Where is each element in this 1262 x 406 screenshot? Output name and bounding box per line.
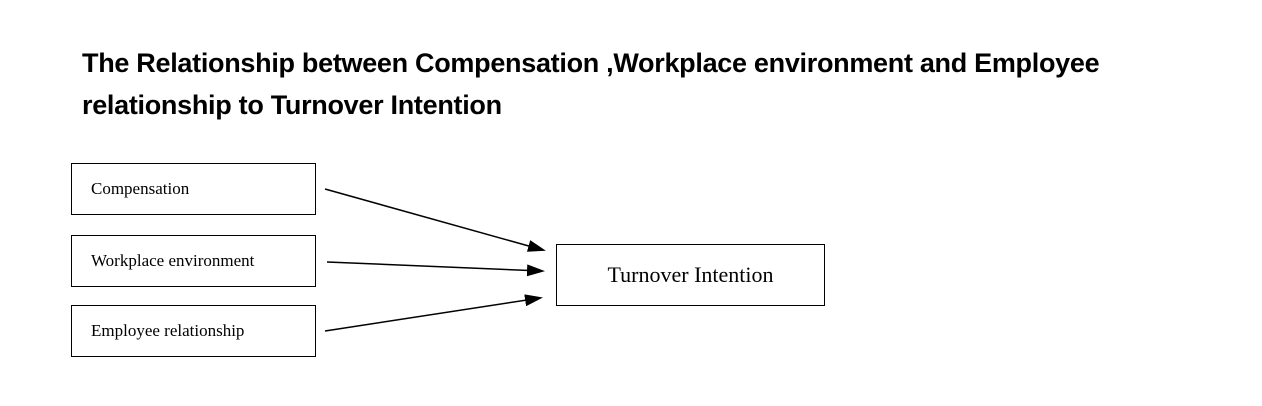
box-turnover-intention-label: Turnover Intention <box>607 262 774 287</box>
box-workplace-environment: Workplace environment <box>71 235 316 287</box>
box-workplace-environment-label: Workplace environment <box>91 251 255 270</box>
arrow-employee-to-turnover <box>324 294 543 332</box>
title-line-2: relationship to Turnover Intention <box>82 90 502 120</box>
title-line-1: The Relationship between Compensation ,W… <box>82 48 1100 78</box>
box-turnover-intention: Turnover Intention <box>556 244 825 306</box>
box-compensation: Compensation <box>71 163 316 215</box>
diagram-title: The Relationship between Compensation ,W… <box>82 42 1222 126</box>
box-employee-relationship-label: Employee relationship <box>91 321 245 340</box>
box-compensation-label: Compensation <box>91 179 190 198</box>
box-employee-relationship: Employee relationship <box>71 305 316 357</box>
arrow-compensation-to-turnover <box>324 188 546 252</box>
arrow-workplace-to-turnover <box>326 261 545 277</box>
